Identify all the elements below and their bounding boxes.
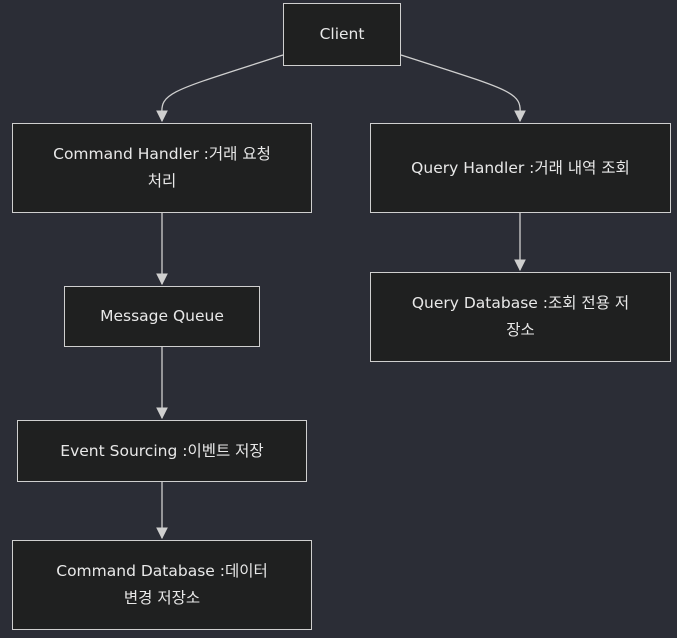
edge-client-to-command-handler: [156, 54, 284, 123]
node-event-sourcing[interactable]: Event Sourcing :이벤트 저장: [17, 420, 307, 482]
node-command-database[interactable]: Command Database :데이터 변경 저장소: [12, 540, 312, 630]
node-client[interactable]: Client: [283, 3, 401, 66]
node-event-sourcing-label: Event Sourcing :이벤트 저장: [60, 441, 264, 460]
node-command-handler[interactable]: Command Handler :거래 요청 처리: [12, 123, 312, 213]
node-query-handler[interactable]: Query Handler :거래 내역 조회: [370, 123, 671, 213]
node-command-handler-label: Command Handler :거래 요청 처리: [53, 145, 271, 190]
node-command-database-label: Command Database :데이터 변경 저장소: [56, 562, 268, 607]
edge-client-to-query-handler: [400, 54, 526, 123]
node-query-database-label: Query Database :조회 전용 저장소: [411, 294, 630, 339]
node-query-handler-label: Query Handler :거래 내역 조회: [411, 158, 630, 177]
node-message-queue-label: Message Queue: [100, 307, 224, 325]
node-query-database[interactable]: Query Database :조회 전용 저장소: [370, 272, 671, 362]
node-client-label: Client: [319, 25, 365, 43]
node-message-queue[interactable]: Message Queue: [64, 286, 260, 347]
